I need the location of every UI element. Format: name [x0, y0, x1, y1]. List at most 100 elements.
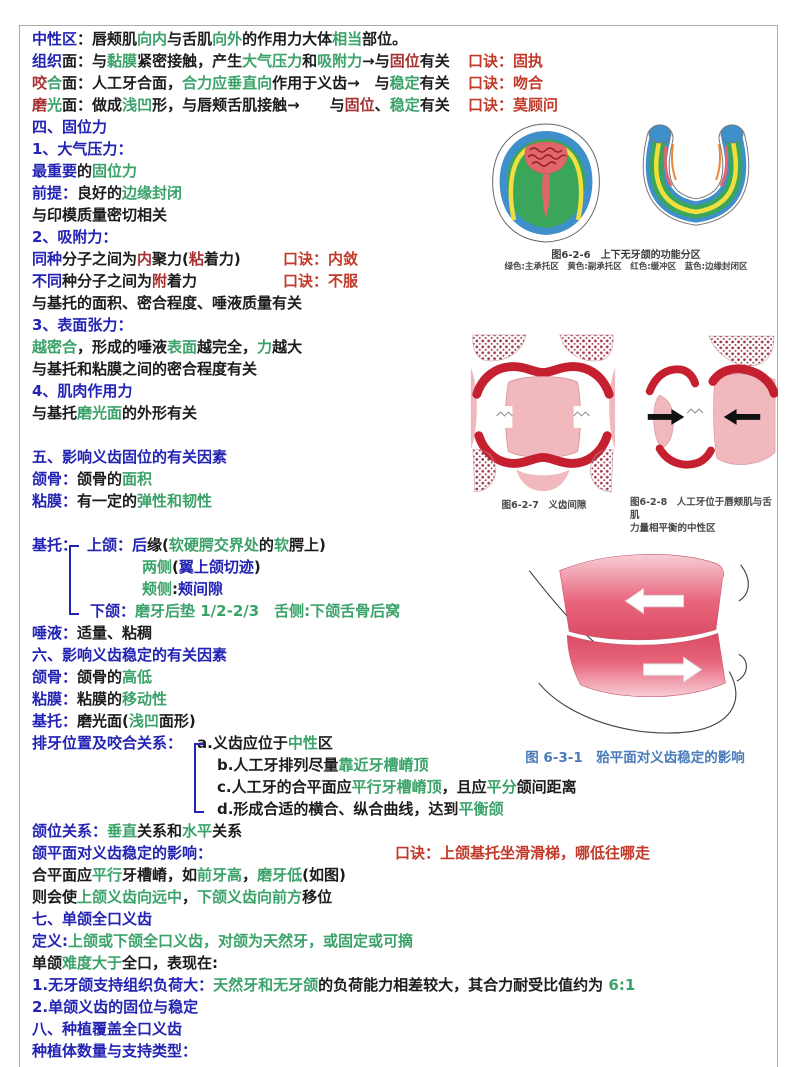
text-line: 颌骨：颌骨的高低 — [32, 666, 772, 688]
text-segment: 有一定的 — [77, 492, 138, 510]
text-line: 基托：上颌：后缘(软硬腭交界处的软腭上) — [32, 534, 772, 556]
text-line: 颌骨：颌骨的面积 — [32, 468, 772, 490]
text-segment: 弹性和韧性 — [137, 492, 213, 510]
text-segment: 腭上) — [288, 536, 326, 554]
text-segment: 关系和 — [137, 822, 183, 840]
figure-6-2-7: 图6-2-7 义齿间隙 — [468, 333, 620, 512]
text-segment: 颌位关系： — [32, 822, 108, 840]
text-segment: 面形) — [158, 712, 196, 730]
text-segment: 磨 — [32, 96, 48, 114]
figure-6-2-7-caption: 图6-2-7 义齿间隙 — [501, 500, 587, 511]
mnemonic-text: 口诀：莫顾问 — [468, 96, 559, 114]
text-segment: 颌骨的 — [77, 668, 123, 686]
text-segment: 天然牙和无牙颌 — [213, 976, 319, 994]
text-line: 与基托的面积、密合程度、唾液质量有关 — [32, 292, 772, 314]
text-segment: 与 — [92, 52, 108, 70]
text-segment: 两侧 — [142, 558, 173, 576]
text-line: d.形成合适的横合、纵合曲线，达到平衡颌 — [32, 798, 772, 820]
text-segment: 面： — [62, 96, 93, 114]
text-segment: 浅凹 — [122, 96, 153, 114]
text-segment: ( — [172, 558, 179, 576]
text-segment: ， — [242, 866, 258, 884]
text-segment: 缘( — [147, 536, 169, 554]
figure-6-2-8-caption-line2: 力量相平衡的中性区 — [630, 523, 716, 534]
text-segment: 有关 — [419, 74, 450, 92]
text-segment: 最重要 — [32, 162, 78, 180]
text-segment: 排牙位置及咬合关系： — [32, 734, 183, 752]
mandible-zones-diagram — [642, 124, 750, 226]
text-line: 七、单颌全口义齿 — [32, 908, 772, 930]
text-line: 颌位关系：垂直关系和水平关系 — [32, 820, 772, 842]
text-segment: 固位 — [389, 52, 420, 70]
neutral-zone-diagram — [645, 335, 778, 469]
text-segment: 1.无牙颌支持组织负荷大： — [32, 976, 214, 994]
text-line: 种植体数量与支持类型： — [32, 1040, 772, 1062]
text-segment: 磨光面 — [77, 404, 123, 422]
text-segment: 适量、粘稠 — [77, 624, 153, 642]
text-segment: 的外形有关 — [122, 404, 198, 422]
text-segment: 定义: — [32, 932, 68, 950]
text-line: 定义:上颌或下颌全口义齿，对颌为天然牙，或固定或可摘 — [32, 930, 772, 952]
text-segment: 基托： — [32, 536, 78, 554]
text-line: 越密合，形成的唾液表面越完全，力越大 — [32, 336, 772, 358]
text-segment: 上颌义齿向远中 — [77, 888, 183, 906]
text-segment: 形，与唇颊舌肌接触→ 与 — [152, 96, 345, 114]
text-segment: (如图) — [302, 866, 346, 884]
notes-text: 中性区：唇颊肌向内与舌肌向外的作用力大体相当部位。组织面：与黏膜紧密接触，产生大… — [32, 28, 772, 1062]
brace-tooth-arrangement — [194, 743, 204, 813]
text-line: 磨光面：做成浅凹形，与唇颊舌肌接触→ 与固位、稳定有关口诀：莫顾问 — [32, 94, 772, 116]
text-segment: 部位。 — [362, 30, 408, 48]
text-line: 六、影响义齿稳定的有关因素 — [32, 644, 772, 666]
text-line: 1、大气压力： — [32, 138, 772, 160]
figure-6-2-6-caption: 图6-2-6 上下无牙颌的功能分区 — [551, 250, 701, 261]
text-segment: 面： — [62, 74, 93, 92]
text-segment: 越完全， — [197, 338, 258, 356]
text-segment: 表面 — [167, 338, 198, 356]
text-segment: 高低 — [122, 668, 153, 686]
text-segment: 不同 — [32, 272, 63, 290]
text-segment: 吸附力 — [317, 52, 363, 70]
text-segment: 垂直 — [107, 822, 138, 840]
text-line: 中性区：唇颊肌向内与舌肌向外的作用力大体相当部位。 — [32, 28, 772, 50]
text-line: 前提：良好的边缘封闭 — [32, 182, 772, 204]
text-segment: 咬 — [32, 74, 48, 92]
text-segment: ，且应 — [441, 778, 487, 796]
text-segment: 做成 — [92, 96, 123, 114]
text-segment: 移动性 — [122, 690, 168, 708]
text-segment: 粘膜： — [32, 492, 78, 510]
text-segment: 唾液： — [32, 624, 78, 642]
mnemonic-text: 口诀：固执 — [468, 52, 544, 70]
text-segment: 磨牙后垫 1/2-2/3 — [135, 602, 260, 620]
text-line: 下颌：磨牙后垫 1/2-2/3 舌侧:下颌舌骨后窝 — [32, 600, 772, 622]
text-segment: 1、大气压力： — [32, 140, 133, 158]
text-line: 最重要的固位力 — [32, 160, 772, 182]
text-segment: d.形成合适的横合、纵合曲线，达到 — [217, 800, 459, 818]
text-segment: 后 — [132, 536, 148, 554]
text-segment: 、 — [374, 96, 390, 114]
text-line: 2、吸附力： — [32, 226, 772, 248]
text-segment: 组织 — [32, 52, 63, 70]
text-segment: 与印模质量密切相关 — [32, 206, 168, 224]
maxilla-zones-diagram — [492, 123, 600, 243]
text-segment: 2、吸附力： — [32, 228, 118, 246]
text-segment: 边缘封闭 — [122, 184, 183, 202]
text-line: 2.单颌义齿的固位与稳定 — [32, 996, 772, 1018]
text-line: 与基托磨光面的外形有关 — [32, 402, 772, 424]
text-segment: 附 — [152, 272, 168, 290]
text-segment: 力 — [257, 338, 273, 356]
text-segment: 七、单颌全口义齿 — [32, 910, 153, 928]
text-segment: 上颌或下颌全口义齿，对颌为天然牙，或固定或可摘 — [68, 932, 414, 950]
text-segment: 则会使 — [32, 888, 78, 906]
text-segment: 种分子之间为 — [62, 272, 153, 290]
text-segment: 2.单颌义齿的固位与稳定 — [32, 998, 199, 1016]
text-segment: 五、影响义齿固位的有关因素 — [32, 448, 228, 466]
text-line: 与基托和粘膜之间的密合程度有关 — [32, 358, 772, 380]
text-line: 4、肌肉作用力 — [32, 380, 772, 402]
text-segment: 前牙高 — [197, 866, 243, 884]
text-line: 四、固位力 — [32, 116, 772, 138]
text-segment: 移位 — [302, 888, 333, 906]
text-line: 同种分子之间为内聚力(粘着力)口诀：内敛 — [32, 248, 772, 270]
text-line: 不同种分子之间为附着力口诀：不服 — [32, 270, 772, 292]
text-line: 咬合面：人工牙合面，合力应垂直向作用于义齿→ 与稳定有关口诀：吻合 — [32, 72, 772, 94]
